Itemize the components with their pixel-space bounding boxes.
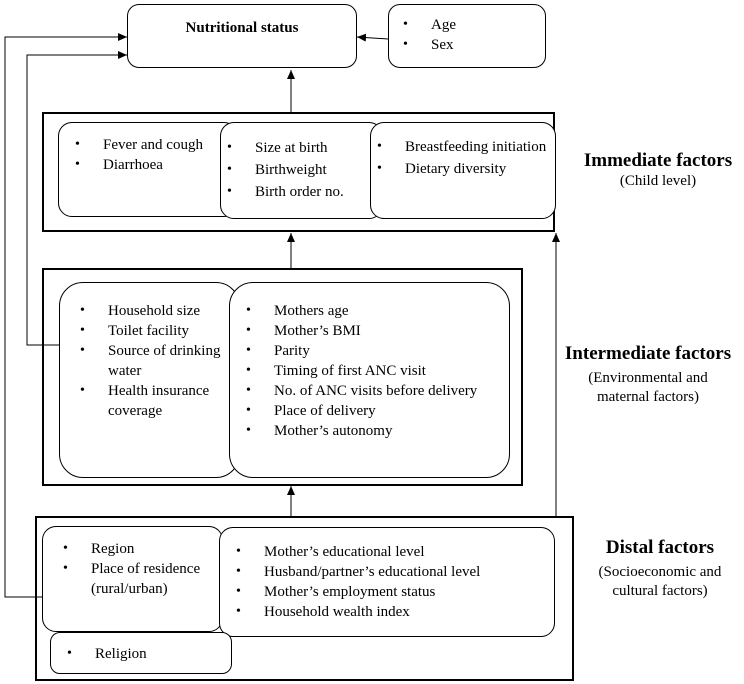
list-item: Mother’s autonomy: [240, 421, 505, 441]
nutritional-status-box: Nutritional status: [127, 4, 357, 68]
list-item: Dietary diversity: [371, 158, 551, 180]
immediate-factors-title: Immediate factors: [583, 150, 733, 171]
intermediate-factors-box: [42, 268, 523, 486]
list-item: Health insurance coverage: [74, 381, 234, 421]
list-item: Birth order no.: [221, 181, 344, 203]
distal-factors-title: Distal factors: [605, 537, 715, 558]
distal-factors-subtitle-line1: (Socioeconomic and: [598, 564, 722, 580]
list-item: Household wealth index: [230, 602, 552, 622]
environmental-box: Household size Toilet facility Source of…: [59, 282, 240, 478]
list-item: Source of drinking water: [74, 341, 234, 381]
list-item: Place of delivery: [240, 401, 505, 421]
list-item: Mothers age: [240, 301, 505, 321]
list-item: Mother’s educational level: [230, 542, 552, 562]
maternal-box: Mothers age Mother’s BMI Parity Timing o…: [229, 282, 510, 478]
intermediate-factors-label: Intermediate factors (Environmental and …: [552, 343, 744, 407]
distal-factors-subtitle-line2: cultural factors): [612, 583, 708, 599]
list-item: Fever and cough: [69, 135, 203, 155]
intermediate-factors-subtitle-line1: (Environmental and: [588, 370, 708, 386]
arrow-distal-to-status: [4, 33, 127, 598]
list-item: Diarrhoea: [69, 155, 203, 175]
arrow-age-sex-to-status: [356, 33, 389, 42]
list-item: Place of residence (rural/urban): [57, 559, 217, 599]
list-item: Parity: [240, 341, 505, 361]
birth-box: Size at birth Birthweight Birth order no…: [220, 122, 383, 219]
immediate-factors-label: Immediate factors (Child level): [572, 150, 744, 191]
list-item: Timing of first ANC visit: [240, 361, 505, 381]
list-item: Breastfeeding initiation: [371, 136, 551, 158]
nutritional-status-label: Nutritional status: [185, 20, 299, 36]
location-box: Region Place of residence (rural/urban): [42, 526, 223, 632]
list-item: Household size: [74, 301, 234, 321]
list-item: Toilet facility: [74, 321, 234, 341]
list-item: Age: [397, 15, 456, 35]
list-item: Sex: [397, 35, 456, 55]
list-item: Religion: [61, 644, 147, 664]
distal-factors-box: [35, 516, 574, 681]
list-item: Birthweight: [221, 159, 344, 181]
socioeconomic-box: Mother’s educational level Husband/partn…: [219, 527, 555, 637]
list-item: Mother’s BMI: [240, 321, 505, 341]
illness-box: Fever and cough Diarrhoea: [58, 122, 238, 217]
intermediate-factors-title: Intermediate factors: [564, 343, 732, 364]
distal-factors-label: Distal factors (Socioeconomic and cultur…: [576, 537, 744, 601]
intermediate-factors-subtitle-line2: maternal factors): [596, 389, 700, 405]
list-item: Mother’s employment status: [230, 582, 552, 602]
list-item: Region: [57, 539, 217, 559]
immediate-factors-subtitle: (Child level): [619, 173, 697, 189]
religion-box: Religion: [50, 632, 232, 674]
age-sex-box: Age Sex: [388, 4, 546, 68]
feeding-box: Breastfeeding initiation Dietary diversi…: [370, 122, 556, 219]
list-item: No. of ANC visits before delivery: [240, 381, 505, 401]
list-item: Husband/partner’s educational level: [230, 562, 552, 582]
list-item: Size at birth: [221, 137, 344, 159]
